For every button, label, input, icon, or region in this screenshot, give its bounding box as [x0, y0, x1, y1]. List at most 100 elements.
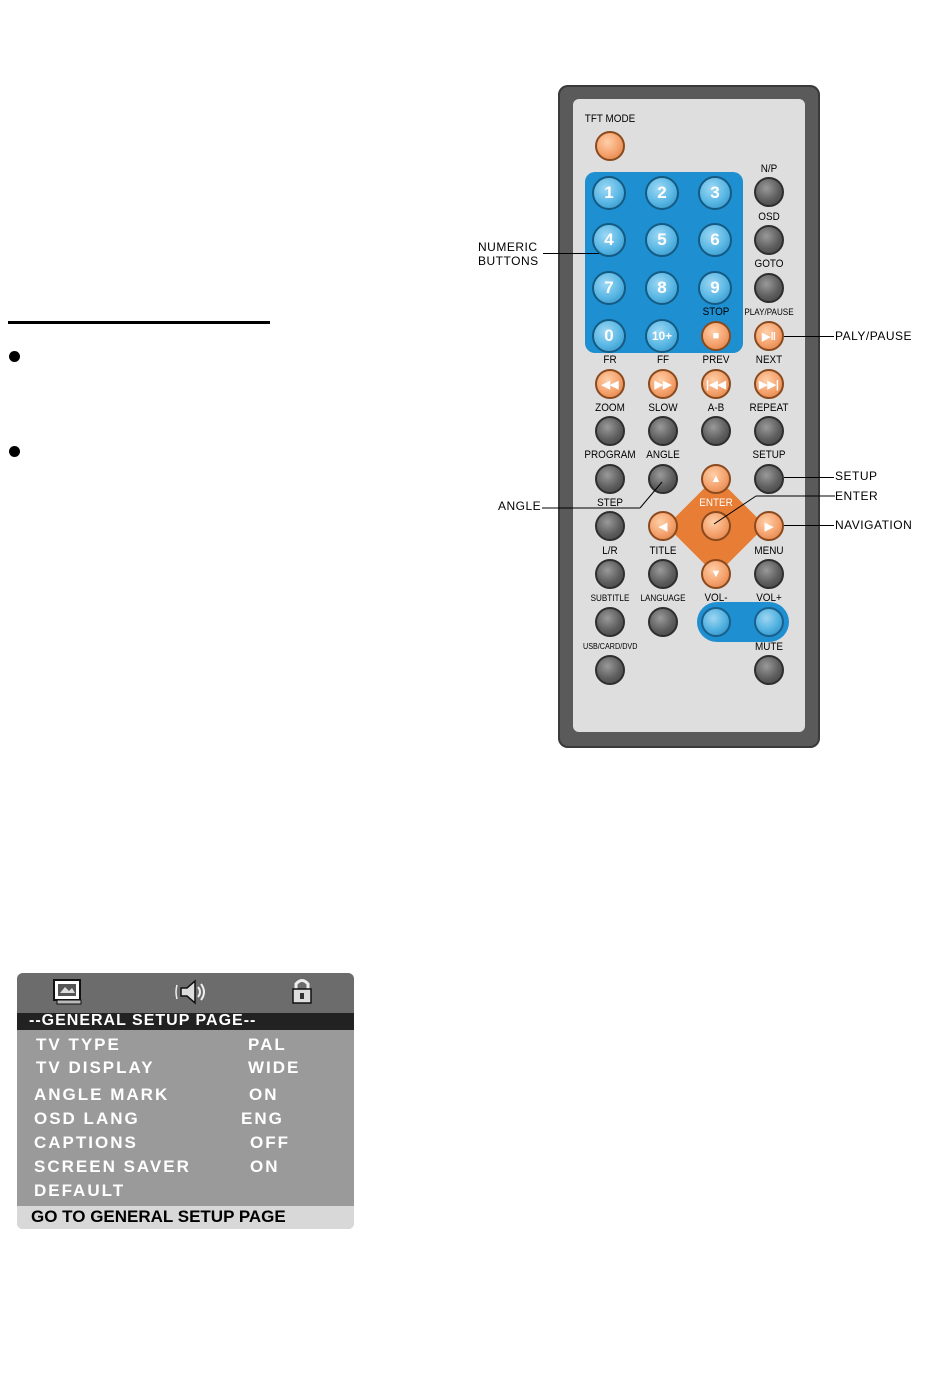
- menu-label: MENU: [754, 545, 784, 557]
- right-arrow-button[interactable]: ▶: [754, 511, 784, 541]
- menu-item-default[interactable]: DEFAULT: [34, 1181, 126, 1200]
- usb-card-dvd-label: USB/CARD/DVD: [583, 642, 638, 651]
- previous-button[interactable]: |◀◀: [701, 369, 731, 399]
- angle-button[interactable]: [648, 464, 678, 494]
- usb-card-dvd-button[interactable]: [595, 655, 625, 685]
- osd-button[interactable]: [754, 225, 784, 255]
- angle-callout: ANGLE: [498, 499, 542, 513]
- osd-icon-bar: [17, 973, 354, 1013]
- volume-up-button[interactable]: [754, 607, 784, 637]
- number-2-button[interactable]: 2: [645, 176, 679, 210]
- fast-rewind-button[interactable]: ◀◀: [595, 369, 625, 399]
- number-10plus-button[interactable]: 10+: [645, 319, 679, 353]
- tft-mode-button[interactable]: [595, 131, 625, 161]
- zoom-label: ZOOM: [595, 402, 625, 414]
- repeat-button[interactable]: [754, 416, 784, 446]
- fast-forward-button[interactable]: ▶▶: [648, 369, 678, 399]
- number-0-button[interactable]: 0: [592, 319, 626, 353]
- menu-item-angle-mark[interactable]: ANGLE MARK: [34, 1085, 170, 1104]
- mute-label: MUTE: [754, 641, 784, 653]
- menu-item-tv-type[interactable]: TV TYPE: [36, 1035, 121, 1054]
- setup-callout-line: [784, 477, 834, 478]
- osd-title-bar: --GENERAL SETUP PAGE--: [17, 1012, 354, 1030]
- ab-button[interactable]: [701, 416, 731, 446]
- up-arrow-button[interactable]: ▲: [701, 464, 731, 494]
- navigation-callout: NAVIGATION: [835, 518, 913, 532]
- fr-label: FR: [603, 354, 617, 366]
- number-4-button[interactable]: 4: [592, 223, 626, 257]
- play-pause-callout: PALY/PAUSE: [835, 329, 913, 343]
- np-button[interactable]: [754, 177, 784, 207]
- number-6-button[interactable]: 6: [698, 223, 732, 257]
- menu-value-angle-mark: ON: [249, 1085, 279, 1104]
- numeric-buttons-callout-line1: NUMERIC: [478, 240, 538, 254]
- number-5-button[interactable]: 5: [645, 223, 679, 257]
- number-3-button[interactable]: 3: [698, 176, 732, 210]
- number-7-button[interactable]: 7: [592, 271, 626, 305]
- language-button[interactable]: [648, 607, 678, 637]
- number-9-button[interactable]: 9: [698, 271, 732, 305]
- menu-item-tv-display[interactable]: TV DISPLAY: [36, 1058, 155, 1077]
- osd-title: --GENERAL SETUP PAGE--: [29, 1012, 257, 1029]
- menu-item-captions[interactable]: CAPTIONS: [34, 1133, 138, 1152]
- left-arrow-button[interactable]: ◀: [648, 511, 678, 541]
- zoom-button[interactable]: [595, 416, 625, 446]
- repeat-label: REPEAT: [749, 402, 789, 414]
- ab-label: A-B: [707, 402, 725, 414]
- numeric-buttons-callout-line2: BUTTONS: [478, 254, 539, 268]
- angle-label: ANGLE: [646, 449, 680, 461]
- setup-label: SETUP: [752, 449, 786, 461]
- program-button[interactable]: [595, 464, 625, 494]
- np-label: N/P: [760, 163, 778, 175]
- step-label: STEP: [597, 497, 623, 509]
- menu-item-osd-lang[interactable]: OSD LANG: [34, 1109, 140, 1128]
- goto-label: GOTO: [754, 258, 784, 270]
- title-label: TITLE: [649, 545, 677, 557]
- subtitle-button[interactable]: [595, 607, 625, 637]
- next-label: NEXT: [755, 354, 783, 366]
- setup-callout: SETUP: [835, 469, 878, 483]
- subtitle-label: SUBTITLE: [590, 593, 630, 603]
- tft-mode-label: TFT MODE: [584, 113, 636, 125]
- enter-button[interactable]: [701, 511, 731, 541]
- step-button[interactable]: [595, 511, 625, 541]
- number-8-button[interactable]: 8: [645, 271, 679, 305]
- menu-button[interactable]: [754, 559, 784, 589]
- enter-callout: ENTER: [835, 489, 879, 503]
- tv-icon[interactable]: [51, 977, 85, 1007]
- menu-value-captions: OFF: [250, 1133, 290, 1152]
- next-button[interactable]: ▶▶|: [754, 369, 784, 399]
- goto-button[interactable]: [754, 273, 784, 303]
- vol-plus-label: VOL+: [756, 592, 782, 604]
- osd-status-text: GO TO GENERAL SETUP PAGE: [31, 1207, 286, 1226]
- lock-icon[interactable]: [285, 976, 319, 1006]
- down-arrow-button[interactable]: ▼: [701, 559, 731, 589]
- volume-down-button[interactable]: [701, 607, 731, 637]
- stop-label: STOP: [702, 306, 730, 318]
- angle-callout-line: [542, 481, 663, 509]
- title-button[interactable]: [648, 559, 678, 589]
- ff-label: FF: [656, 354, 670, 366]
- menu-value-tv-type: PAL: [248, 1035, 287, 1054]
- lr-label: L/R: [602, 545, 618, 557]
- menu-value-screen-saver: ON: [250, 1157, 280, 1176]
- lr-button[interactable]: [595, 559, 625, 589]
- bullet-point: [9, 446, 20, 457]
- enter-callout-line: [713, 495, 835, 525]
- section-divider: [8, 321, 270, 324]
- numeric-callout-line: [543, 253, 599, 254]
- program-label: PROGRAM: [584, 449, 636, 461]
- setup-button[interactable]: [754, 464, 784, 494]
- navigation-callout-line: [784, 525, 834, 526]
- speaker-icon[interactable]: [175, 977, 209, 1007]
- menu-item-screen-saver[interactable]: SCREEN SAVER: [34, 1157, 191, 1176]
- slow-button[interactable]: [648, 416, 678, 446]
- play-pause-button[interactable]: ▶‖: [754, 321, 784, 351]
- bullet-point: [9, 351, 20, 362]
- number-1-button[interactable]: 1: [592, 176, 626, 210]
- stop-button[interactable]: ■: [701, 321, 731, 351]
- mute-button[interactable]: [754, 655, 784, 685]
- menu-value-osd-lang: ENG: [241, 1109, 284, 1128]
- vol-minus-label: VOL-: [704, 592, 728, 604]
- slow-label: SLOW: [648, 402, 678, 414]
